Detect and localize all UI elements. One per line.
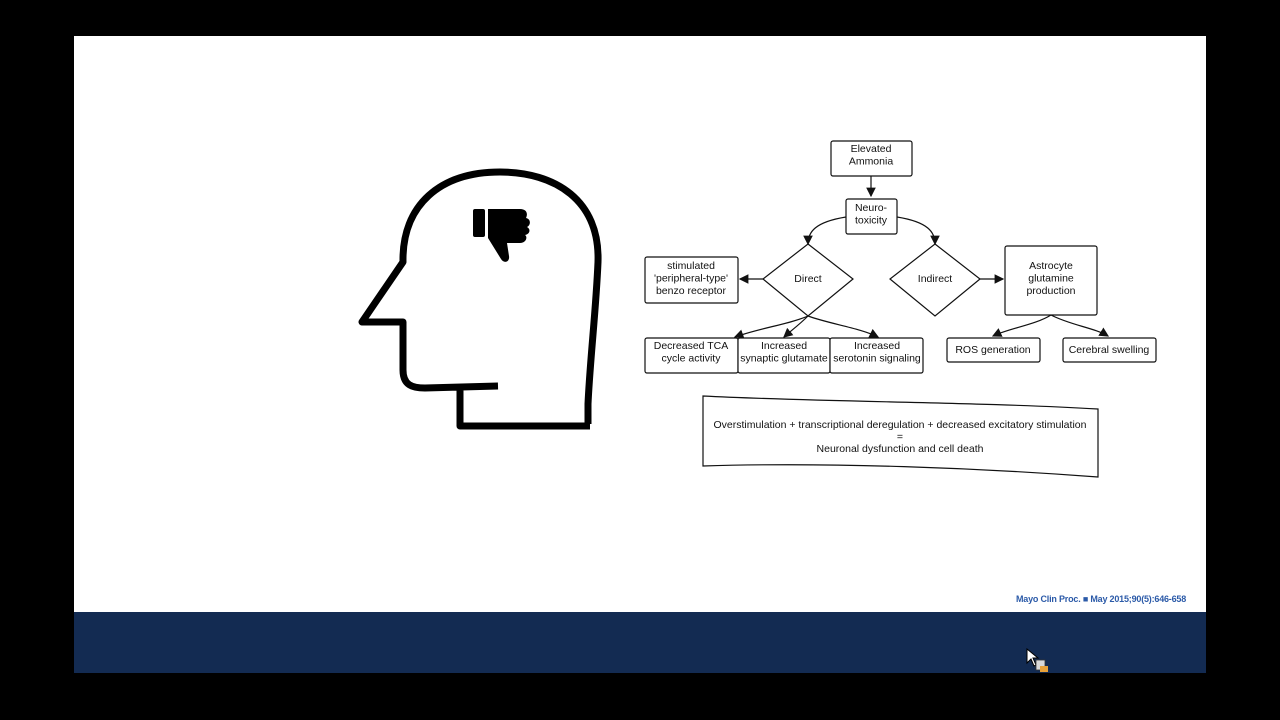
node-label-line: 'peripheral-type' xyxy=(654,273,728,285)
node-label-line: toxicity xyxy=(855,215,888,227)
node-cerebral-swelling: Cerebral swelling xyxy=(1062,337,1157,363)
node-benzo-receptor: stimulated'peripheral-type'benzo recepto… xyxy=(644,256,739,304)
summary-box: Overstimulation + transcriptional deregu… xyxy=(702,395,1099,478)
node-label-neurotox: Neuro-toxicity xyxy=(855,202,888,227)
node-label-line: stimulated xyxy=(667,260,715,272)
node-indirect: Indirect xyxy=(889,243,981,317)
node-label-line: Indirect xyxy=(918,273,953,285)
node-ros-generation: ROS generation xyxy=(946,337,1041,363)
node-label-line: ROS generation xyxy=(955,344,1030,356)
node-label-line: production xyxy=(1026,285,1075,297)
node-label-line: Increased xyxy=(761,340,807,352)
thumbs-down-icon xyxy=(473,209,530,262)
node-label-line: glutamine xyxy=(1028,273,1074,285)
head-profile-icon xyxy=(358,168,602,430)
summary-line1: Overstimulation + transcriptional deregu… xyxy=(714,419,1087,431)
node-label-line: Ammonia xyxy=(849,156,894,168)
node-label-line: serotonin signaling xyxy=(833,353,921,365)
node-label-indirect: Indirect xyxy=(918,273,953,285)
node-label-swelling: Cerebral swelling xyxy=(1069,344,1150,356)
node-label-line: Astrocyte xyxy=(1029,260,1073,272)
node-label-line: synaptic glutamate xyxy=(740,353,828,365)
node-label-direct: Direct xyxy=(794,273,822,285)
node-label-line: Neuro- xyxy=(855,202,888,214)
citation: Mayo Clin Proc. ■ May 2015;90(5):646-658 xyxy=(1016,594,1187,604)
summary-line2: = xyxy=(897,431,903,443)
node-neurotoxicity: Neuro-toxicity xyxy=(845,198,898,235)
node-label-line: Cerebral swelling xyxy=(1069,344,1150,356)
cursor-icon xyxy=(1026,648,1048,672)
node-label-ros: ROS generation xyxy=(955,344,1030,356)
node-direct: Direct xyxy=(762,243,854,317)
slide xyxy=(74,36,1206,612)
node-label-line: Elevated xyxy=(851,143,892,155)
footer-band xyxy=(74,612,1206,673)
node-label-line: cycle activity xyxy=(662,353,722,365)
node-label-benzo: stimulated'peripheral-type'benzo recepto… xyxy=(654,260,728,297)
connectors xyxy=(733,176,1110,339)
node-label-line: Decreased TCA xyxy=(654,340,729,352)
node-label-line: benzo receptor xyxy=(656,285,727,297)
node-label-line: Direct xyxy=(794,273,822,285)
summary-line3: Neuronal dysfunction and cell death xyxy=(817,443,984,455)
node-label-line: Increased xyxy=(854,340,900,352)
